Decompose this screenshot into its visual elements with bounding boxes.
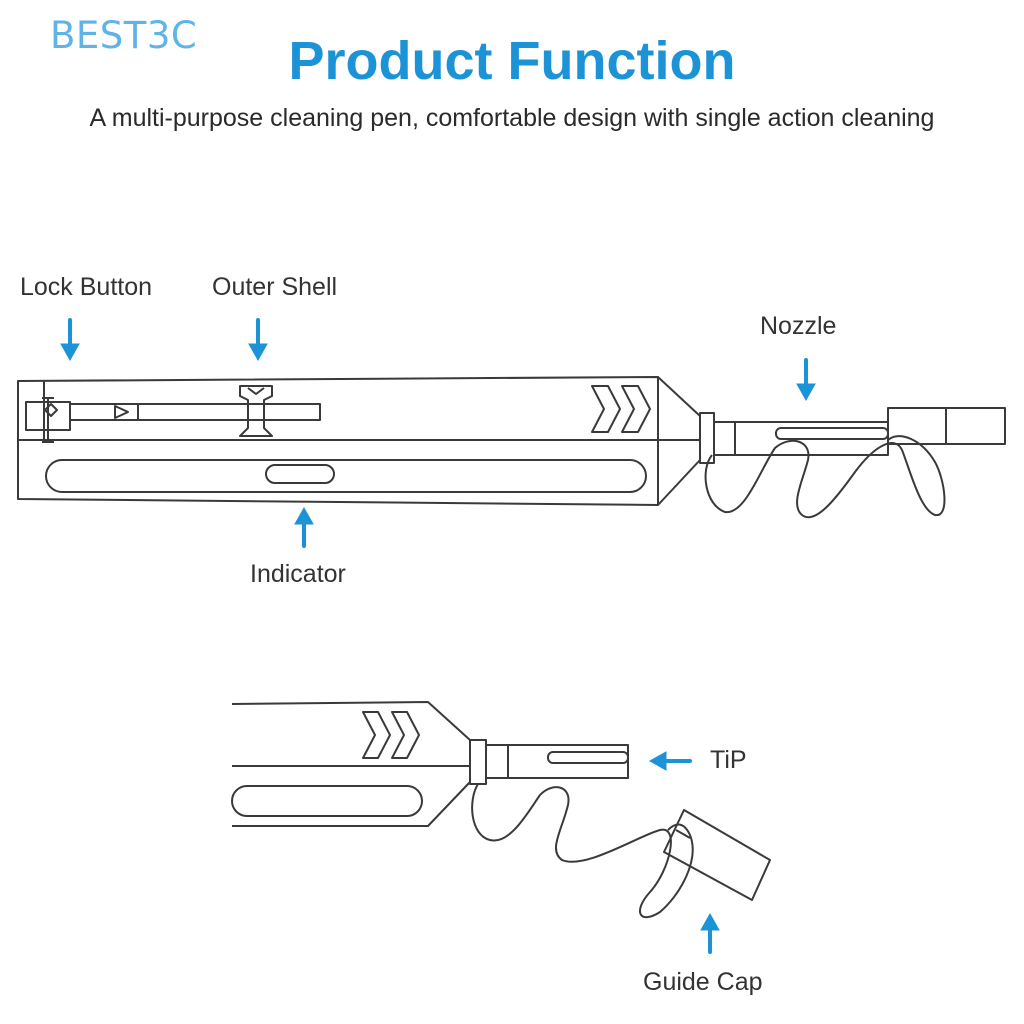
arrow-nozzle [796, 358, 816, 402]
label-outer-shell: Outer Shell [212, 273, 338, 301]
page-title: Product Function [288, 31, 736, 91]
arrow-guide-cap [700, 912, 720, 954]
page-subtitle: A multi-purpose cleaning pen, comfortabl… [89, 104, 935, 132]
indicator-window [265, 464, 335, 484]
indicator-slot [45, 459, 647, 493]
arrow-indicator [294, 506, 314, 548]
outer-shell-knob [239, 385, 273, 437]
arrow-outer-shell [248, 318, 268, 362]
closeup-chevrons [362, 711, 420, 759]
nozzle-shaft [713, 421, 889, 456]
arrow-tip [648, 751, 692, 771]
arrow-lock-button [60, 318, 80, 362]
label-guide-cap: Guide Cap [643, 968, 763, 996]
tip-shaft [485, 744, 629, 779]
label-tip: TiP [710, 746, 747, 774]
brand-logo-text: BEST3C [50, 14, 198, 57]
lanyard-bottom [471, 783, 694, 919]
lock-button-shape [25, 401, 71, 431]
lanyard-top [704, 435, 946, 519]
guide-cap-bottom [663, 809, 771, 901]
closeup-body [231, 701, 471, 827]
label-nozzle: Nozzle [760, 312, 837, 340]
slider-track [70, 403, 321, 421]
label-lock-button: Lock Button [20, 273, 153, 301]
closeup-collar [469, 739, 487, 785]
pen-full-view [17, 376, 1006, 519]
pen-closeup-view [231, 701, 771, 919]
chevron-arrows [591, 385, 651, 433]
label-indicator: Indicator [250, 560, 346, 588]
